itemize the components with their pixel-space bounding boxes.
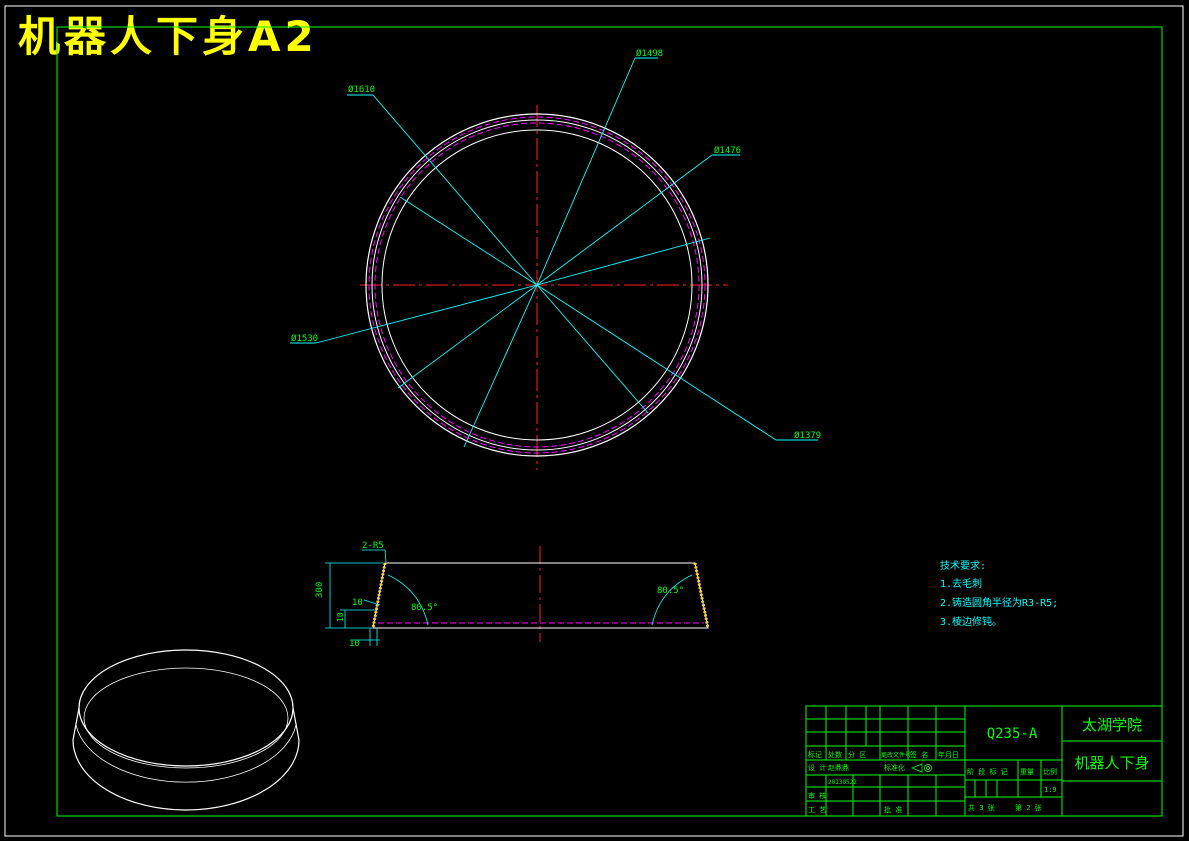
tech-item-2: 2.铸造圆角半径为R3-R5; <box>940 596 1058 609</box>
tech-requirements: 技术要求: 1.去毛刺 2.铸造圆角半径为R3-R5; 3.棱边修钝。 <box>940 559 1058 628</box>
section-view: 2-R5 300 10 10 10 80.5° 80.5° <box>315 541 710 649</box>
scale-value: 1:9 <box>1044 786 1057 794</box>
hdr-date: 年月日 <box>938 750 959 759</box>
hdr-mark: 标记 <box>808 750 822 759</box>
stage-label: 阶 段 标 记 <box>967 767 1008 776</box>
hdr-change: 更改文件号 <box>881 751 911 759</box>
dim-bottom: 10 <box>336 612 345 622</box>
title-block-text: Q235-A 太湖学院 机器人下身 标记 处数 分 区 更改文件号 签 名 年月… <box>808 716 1150 814</box>
hidden-circle-inner <box>374 122 700 448</box>
top-view: Ø1610 Ø1498 Ø1476 Ø1530 Ø1379 <box>290 48 821 470</box>
hdr-count: 处数 <box>828 750 842 759</box>
review-label: 审 核 <box>808 791 826 800</box>
design-label: 设 计 <box>808 763 826 772</box>
isometric-ring <box>72 649 300 811</box>
design-date: 20130522 <box>828 779 857 786</box>
designer-name: 赵鼎鼎 <box>828 763 849 772</box>
hidden-circle-outer <box>368 116 706 454</box>
dim-d1610: Ø1610 <box>348 84 375 95</box>
mid-circle-1 <box>371 119 703 451</box>
right-wall-weld <box>693 562 710 629</box>
tech-item-3: 3.棱边修钝。 <box>940 615 1002 628</box>
weight-label: 重量 <box>1020 768 1034 776</box>
sheet-title: 机器人下身A2 <box>18 12 318 61</box>
material: Q235-A <box>987 726 1038 742</box>
section-outline <box>372 562 709 629</box>
dim-fillet: 2-R5 <box>362 541 384 551</box>
left-wall-weld <box>371 562 387 629</box>
outer-border <box>4 5 1184 837</box>
tech-item-1: 1.去毛刺 <box>940 578 982 590</box>
dim-inner: 10 <box>352 598 363 608</box>
drawing-frame <box>56 26 1163 817</box>
sheet-number: 第 2 张 <box>1015 803 1042 812</box>
part-name: 机器人下身 <box>1074 754 1149 772</box>
dim-d1476: Ø1476 <box>714 145 741 156</box>
dim-thickness: 10 <box>349 639 360 649</box>
inner-circle <box>381 129 693 441</box>
hdr-zone: 分 区 <box>848 750 866 759</box>
school-name: 太湖学院 <box>1082 716 1142 734</box>
approve-label: 批 准 <box>884 805 902 814</box>
dim-d1530: Ø1530 <box>291 333 318 344</box>
dim-angle-left: 80.5° <box>411 603 438 613</box>
process-label: 工 艺 <box>808 806 826 814</box>
scale-label: 比例 <box>1043 767 1057 776</box>
dim-d1379: Ø1379 <box>794 430 821 441</box>
outer-circle <box>365 113 709 457</box>
total-sheets: 共 3 张 <box>968 803 995 812</box>
standard-label: 标准化 <box>884 763 905 772</box>
tech-title: 技术要求: <box>940 559 986 572</box>
dim-angle-right: 80.5° <box>657 586 684 596</box>
dim-height: 300 <box>315 582 325 598</box>
dim-d1498: Ø1498 <box>636 48 663 59</box>
projection-symbol <box>910 763 932 773</box>
hdr-sign: 签 名 <box>910 750 928 759</box>
title-block <box>805 705 1163 817</box>
